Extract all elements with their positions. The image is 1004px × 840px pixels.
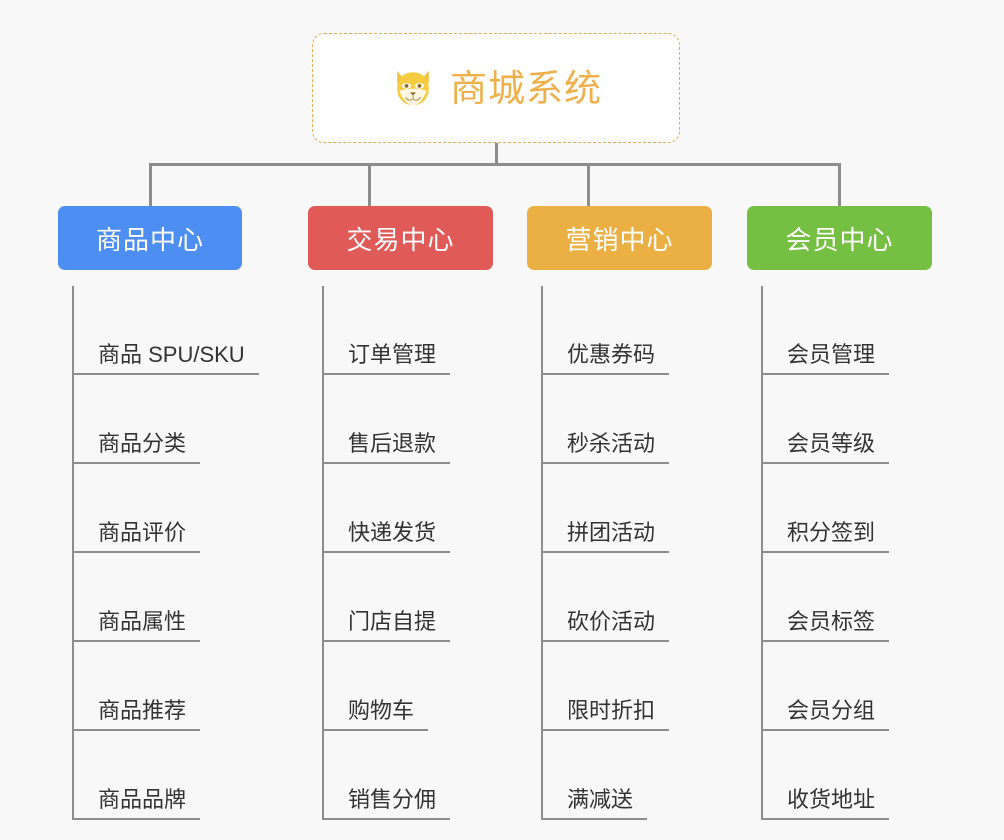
connector-root-stem: [495, 143, 498, 165]
leaf-item[interactable]: 限时折扣: [541, 642, 727, 731]
leaf-underline: 购物车: [322, 697, 429, 731]
leaf-item[interactable]: 门店自提: [322, 553, 508, 642]
root-node-mall-system[interactable]: 商城系统: [312, 33, 680, 143]
leaf-list-marketing-center: 优惠券码 秒杀活动 拼团活动 砍价活动 限时折扣 满减送: [541, 286, 727, 820]
leaf-label: 会员管理: [787, 341, 876, 367]
branch-column-member-center: 会员中心 会员管理 会员等级 积分签到 会员标签 会员分组 收货地址: [747, 206, 947, 836]
leaf-spine: [322, 286, 324, 820]
leaf-item[interactable]: 商品推荐: [72, 642, 288, 731]
shiba-dog-face-icon: [397, 70, 429, 106]
leaf-item[interactable]: 快递发货: [322, 464, 508, 553]
leaf-underline: 订单管理: [322, 341, 451, 375]
leaf-spine: [761, 286, 763, 820]
leaf-item[interactable]: 销售分佣: [322, 731, 508, 820]
root-title: 商城系统: [450, 67, 602, 109]
leaf-label: 快递发货: [348, 519, 437, 545]
leaf-label: 会员标签: [787, 608, 876, 634]
leaf-label: 门店自提: [348, 608, 437, 634]
leaf-label: 商品推荐: [98, 697, 187, 723]
leaf-underline: 门店自提: [322, 608, 451, 642]
connector-drop-2: [368, 163, 371, 208]
leaf-label: 满减送: [567, 786, 634, 812]
leaf-item[interactable]: 商品评价: [72, 464, 288, 553]
leaf-underline: 秒杀活动: [541, 430, 670, 464]
leaf-underline: 商品属性: [72, 608, 201, 642]
branch-column-product-center: 商品中心 商品 SPU/SKU 商品分类 商品评价 商品属性 商品推荐 商品品牌: [58, 206, 288, 836]
leaf-underline: 收货地址: [761, 786, 890, 820]
leaf-item[interactable]: 砍价活动: [541, 553, 727, 642]
leaf-underline: 商品评价: [72, 519, 201, 553]
leaf-underline: 限时折扣: [541, 697, 670, 731]
leaf-item[interactable]: 售后退款: [322, 375, 508, 464]
leaf-label: 限时折扣: [567, 697, 656, 723]
leaf-label: 商品品牌: [98, 786, 187, 812]
leaf-label: 砍价活动: [567, 608, 656, 634]
leaf-item[interactable]: 秒杀活动: [541, 375, 727, 464]
leaf-label: 订单管理: [348, 341, 437, 367]
leaf-spine: [72, 286, 74, 820]
leaf-underline: 商品品牌: [72, 786, 201, 820]
leaf-underline: 商品 SPU/SKU: [72, 341, 259, 375]
leaf-item[interactable]: 拼团活动: [541, 464, 727, 553]
leaf-underline: 商品推荐: [72, 697, 201, 731]
leaf-underline: 优惠券码: [541, 341, 670, 375]
leaf-label: 商品评价: [98, 519, 187, 545]
leaf-underline: 积分签到: [761, 519, 890, 553]
leaf-underline: 会员分组: [761, 697, 890, 731]
leaf-spine: [541, 286, 543, 820]
branch-column-marketing-center: 营销中心 优惠券码 秒杀活动 拼团活动 砍价活动 限时折扣 满减送: [527, 206, 727, 836]
leaf-item[interactable]: 会员分组: [761, 642, 947, 731]
leaf-underline: 拼团活动: [541, 519, 670, 553]
leaf-label: 商品分类: [98, 430, 187, 456]
leaf-underline: 砍价活动: [541, 608, 670, 642]
leaf-label: 商品 SPU/SKU: [98, 341, 245, 367]
connector-drop-1: [149, 163, 152, 208]
connector-drop-3: [587, 163, 590, 208]
leaf-underline: 售后退款: [322, 430, 451, 464]
leaf-label: 购物车: [348, 697, 415, 723]
leaf-item[interactable]: 收货地址: [761, 731, 947, 820]
leaf-item[interactable]: 会员标签: [761, 553, 947, 642]
connector-horizontal-bar: [149, 163, 841, 166]
leaf-item[interactable]: 积分签到: [761, 464, 947, 553]
leaf-list-trade-center: 订单管理 售后退款 快递发货 门店自提 购物车 销售分佣: [322, 286, 508, 820]
leaf-label: 秒杀活动: [567, 430, 656, 456]
leaf-item[interactable]: 商品品牌: [72, 731, 288, 820]
leaf-item[interactable]: 会员等级: [761, 375, 947, 464]
leaf-underline: 满减送: [541, 786, 648, 820]
leaf-underline: 商品分类: [72, 430, 201, 464]
leaf-label: 会员等级: [787, 430, 876, 456]
leaf-underline: 快递发货: [322, 519, 451, 553]
leaf-label: 售后退款: [348, 430, 437, 456]
branch-head-marketing-center[interactable]: 营销中心: [527, 206, 712, 270]
leaf-list-product-center: 商品 SPU/SKU 商品分类 商品评价 商品属性 商品推荐 商品品牌: [72, 286, 288, 820]
leaf-label: 商品属性: [98, 608, 187, 634]
leaf-label: 会员分组: [787, 697, 876, 723]
leaf-label: 积分签到: [787, 519, 876, 545]
leaf-label: 收货地址: [787, 786, 876, 812]
branch-head-trade-center[interactable]: 交易中心: [308, 206, 493, 270]
leaf-item[interactable]: 订单管理: [322, 286, 508, 375]
branch-head-product-center[interactable]: 商品中心: [58, 206, 242, 270]
leaf-underline: 销售分佣: [322, 786, 451, 820]
leaf-item[interactable]: 商品 SPU/SKU: [72, 286, 288, 375]
leaf-list-member-center: 会员管理 会员等级 积分签到 会员标签 会员分组 收货地址: [761, 286, 947, 820]
leaf-item[interactable]: 商品分类: [72, 375, 288, 464]
branch-column-trade-center: 交易中心 订单管理 售后退款 快递发货 门店自提 购物车 销售分佣: [308, 206, 508, 836]
leaf-label: 拼团活动: [567, 519, 656, 545]
leaf-underline: 会员管理: [761, 341, 890, 375]
leaf-label: 销售分佣: [348, 786, 437, 812]
branch-head-member-center[interactable]: 会员中心: [747, 206, 932, 270]
leaf-item[interactable]: 会员管理: [761, 286, 947, 375]
leaf-item[interactable]: 优惠券码: [541, 286, 727, 375]
leaf-item[interactable]: 满减送: [541, 731, 727, 820]
connector-drop-4: [838, 163, 841, 208]
leaf-item[interactable]: 商品属性: [72, 553, 288, 642]
leaf-underline: 会员等级: [761, 430, 890, 464]
leaf-underline: 会员标签: [761, 608, 890, 642]
leaf-item[interactable]: 购物车: [322, 642, 508, 731]
leaf-label: 优惠券码: [567, 341, 656, 367]
